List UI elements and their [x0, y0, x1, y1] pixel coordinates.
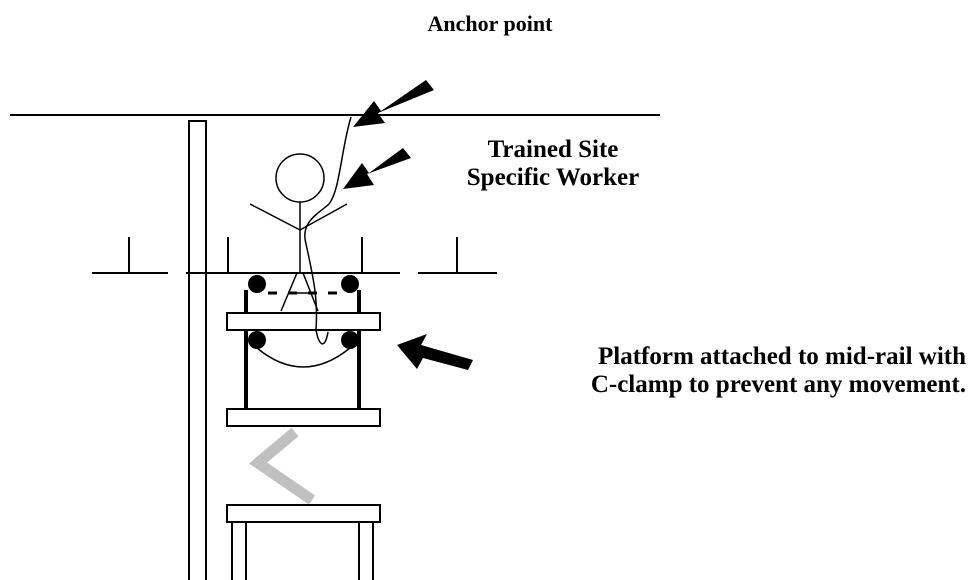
guardrail [92, 237, 497, 274]
worker-label-line1: Trained Site [487, 136, 619, 163]
platform-board-upper [226, 312, 381, 331]
arrow-icon [343, 148, 411, 189]
worker-label-line2: Specific Worker [466, 164, 640, 191]
platform-strap [256, 347, 351, 368]
anchor-point-label: Anchor point [427, 11, 553, 36]
lower-ladder [226, 504, 381, 580]
platform-label: Platform attached to mid-rail with C-cla… [486, 343, 966, 399]
arrow-icon [353, 80, 434, 127]
platform-board-lower [226, 408, 381, 427]
platform-label-line1: Platform attached to mid-rail with [598, 343, 966, 370]
lanyard [304, 116, 352, 345]
c-clamps [248, 275, 359, 349]
worker-label: Trained Site Specific Worker [428, 136, 678, 192]
diagonal-brace [248, 427, 316, 505]
vertical-column [188, 120, 207, 580]
platform-label-line2: C-clamp to prevent any movement. [590, 371, 966, 398]
arrow-icon [397, 334, 473, 370]
platform-posts [244, 290, 361, 410]
